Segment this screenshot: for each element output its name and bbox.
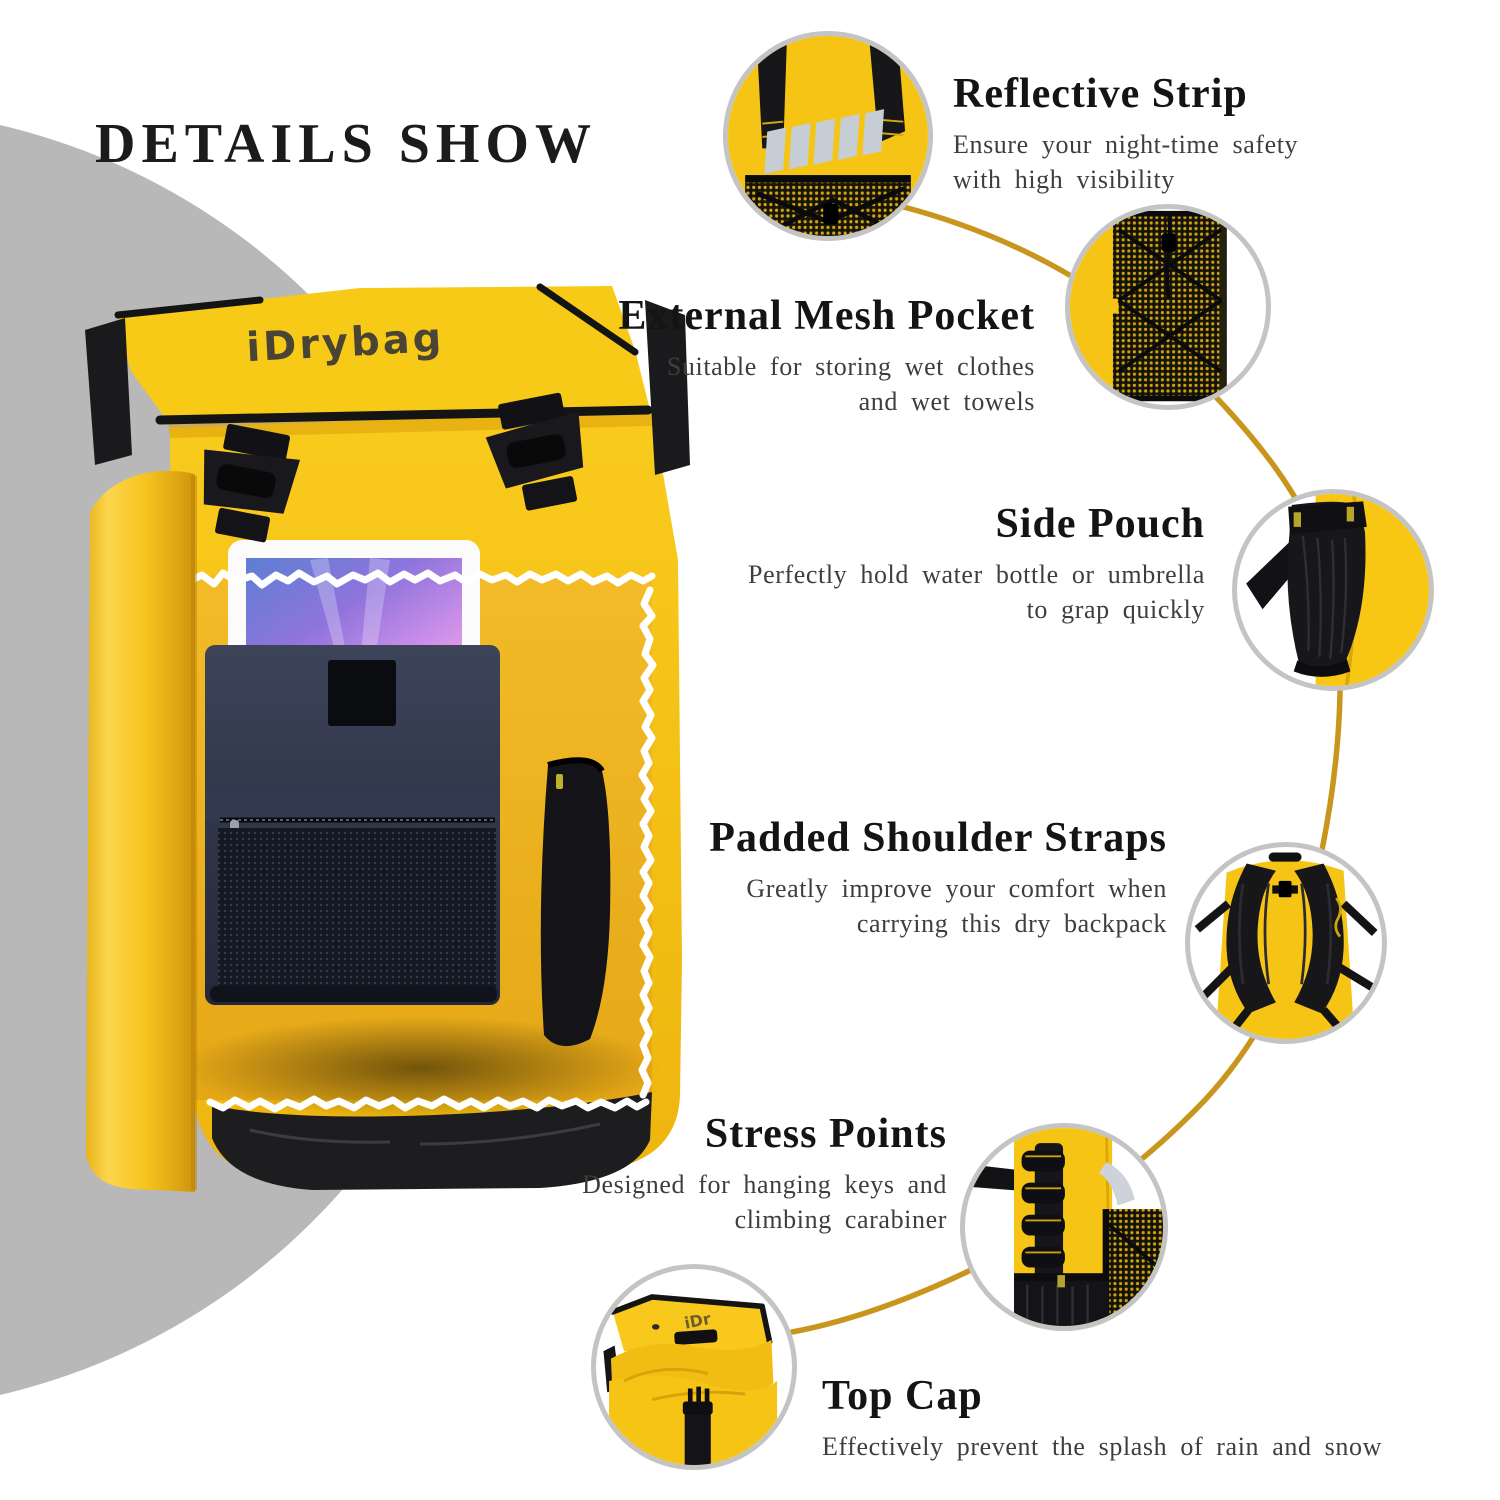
padded-straps — [1226, 863, 1344, 1014]
feature-desc-line: Greatly improve your comfort when — [746, 874, 1167, 903]
haul-handle — [1268, 852, 1302, 862]
mesh-panel — [1112, 216, 1227, 396]
cord-lock — [823, 203, 839, 225]
bungee-cords — [1117, 216, 1223, 373]
reflective-strips — [764, 109, 885, 174]
bag-black-base — [212, 1092, 652, 1190]
external-mesh-pocket-photo — [1070, 209, 1227, 405]
mesh-window — [218, 828, 496, 988]
interior-shadow — [180, 1016, 660, 1120]
cap-flap — [612, 1297, 770, 1359]
stress-points-photo — [965, 1128, 1163, 1326]
hanging-buckle-strap — [682, 1386, 713, 1465]
cutaway-torn-edges — [184, 569, 657, 1113]
feature-title: Padded Shoulder Straps — [709, 815, 1167, 861]
callout-external-mesh-pocket — [1065, 204, 1271, 410]
feature-title: Stress Points — [704, 1111, 947, 1157]
feature-desc-line: to grap quickly — [1026, 594, 1205, 624]
rolled-front-panel — [86, 470, 197, 1192]
svg-text:iDr: iDr — [683, 1309, 713, 1333]
pouch-zip-pull — [1293, 512, 1301, 527]
feature-desc-line: Designed for hanging keys and — [582, 1170, 947, 1199]
reflective-strip-photo — [728, 36, 928, 236]
feature-desc-line: climbing carabiner — [734, 1204, 947, 1234]
feature-desc-line: Ensure your night-time safety — [953, 130, 1299, 159]
callout-shoulder-straps — [1185, 842, 1387, 1044]
feature-reflective-strip: Reflective Strip Ensure your night-time … — [953, 70, 1298, 198]
top-cap-photo: iDr — [599, 1294, 778, 1465]
cord-lock — [1161, 233, 1177, 252]
feature-external-mesh-pocket: External Mesh Pocket Suitable for storin… — [618, 292, 1035, 420]
feature-top-cap: Top Cap Effectively prevent the splash o… — [822, 1372, 1382, 1465]
pouch-zip-pull — [556, 774, 563, 789]
brand-logo: iDrybag — [245, 315, 445, 371]
side-pouch-on-bag — [540, 757, 611, 1047]
feature-desc-line: Effectively prevent the splash of rain a… — [822, 1432, 1382, 1461]
laptop-sleeve-pocket — [205, 645, 500, 1005]
buckle-left — [203, 423, 301, 543]
feature-desc-line: with high visibility — [953, 164, 1175, 194]
feature-title: External Mesh Pocket — [618, 293, 1035, 339]
page-title: DETAILS SHOW — [95, 113, 597, 175]
feature-desc-line: Suitable for storing wet clothes — [666, 352, 1035, 381]
feature-stress-points: Stress Points Designed for hanging keys … — [582, 1110, 947, 1238]
cap-clip — [674, 1329, 718, 1345]
callout-reflective-strip — [723, 31, 933, 241]
feature-title: Top Cap — [822, 1373, 983, 1419]
main-backpack-photo: iDrybag — [85, 283, 690, 1192]
strap-stubs — [85, 300, 690, 475]
shoulder-straps-photo — [1192, 852, 1378, 1039]
flap-trim — [155, 405, 653, 425]
pouch-top — [1014, 1280, 1109, 1326]
top-flap: iDrybag — [114, 283, 653, 425]
feature-desc-line: and wet towels — [858, 386, 1035, 416]
callout-top-cap: iDr — [591, 1264, 797, 1470]
callout-side-pouch — [1232, 489, 1434, 691]
feature-title: Reflective Strip — [953, 71, 1248, 117]
reflective-strip-part — [1098, 1161, 1135, 1206]
velcro-patch — [328, 660, 396, 726]
feature-desc-line: Perfectly hold water bottle or umbrella — [748, 560, 1205, 589]
feature-side-pouch: Side Pouch Perfectly hold water bottle o… — [748, 500, 1205, 628]
sternum-buckle — [1278, 880, 1292, 898]
feature-padded-shoulder-straps: Padded Shoulder Straps Greatly improve y… — [709, 814, 1167, 942]
buckle-right — [485, 392, 584, 511]
callout-stress-points — [960, 1123, 1168, 1331]
feature-desc-line: carrying this dry backpack — [856, 908, 1167, 938]
side-pouch-photo — [1246, 494, 1429, 686]
feature-title: Side Pouch — [995, 501, 1205, 547]
